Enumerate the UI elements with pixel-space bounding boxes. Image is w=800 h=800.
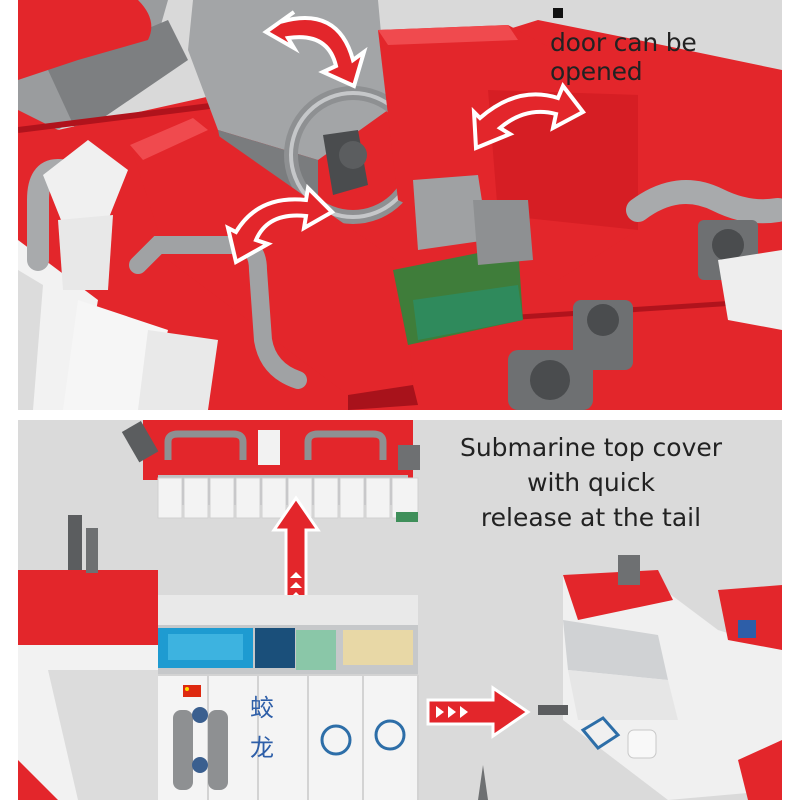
curved-double-arrow-icon <box>262 10 368 89</box>
hull-character: 蛟 <box>250 694 274 722</box>
caption-line: Submarine top cover <box>459 433 723 462</box>
caption-text: door can be opened <box>550 28 697 86</box>
door-detail-illustration <box>18 0 782 410</box>
emblem-icon <box>320 719 406 756</box>
submarine-tail <box>478 555 782 800</box>
caption-line: release at the tail <box>480 503 702 532</box>
door-detail-photo: ■ door can be opened <box>18 0 782 410</box>
submarine-illustration <box>18 420 782 800</box>
detached-top-cover <box>121 420 420 522</box>
caption-bullet: ■ <box>553 8 563 18</box>
curved-double-arrow-icon <box>471 82 587 151</box>
caption-line: with quick <box>527 468 655 497</box>
submarine-body <box>18 515 419 800</box>
door-caption: ■ door can be opened <box>533 8 782 86</box>
top-cover-detail-photo: 蛟 龙 Submarine top cover with quick relea… <box>18 420 782 800</box>
hull-character: 龙 <box>250 734 274 762</box>
top-cover-caption: Submarine top cover with quick release a… <box>456 430 726 535</box>
right-arrow-icon <box>426 685 531 739</box>
curved-double-arrow-icon <box>225 183 336 266</box>
china-flag-icon <box>183 685 201 697</box>
